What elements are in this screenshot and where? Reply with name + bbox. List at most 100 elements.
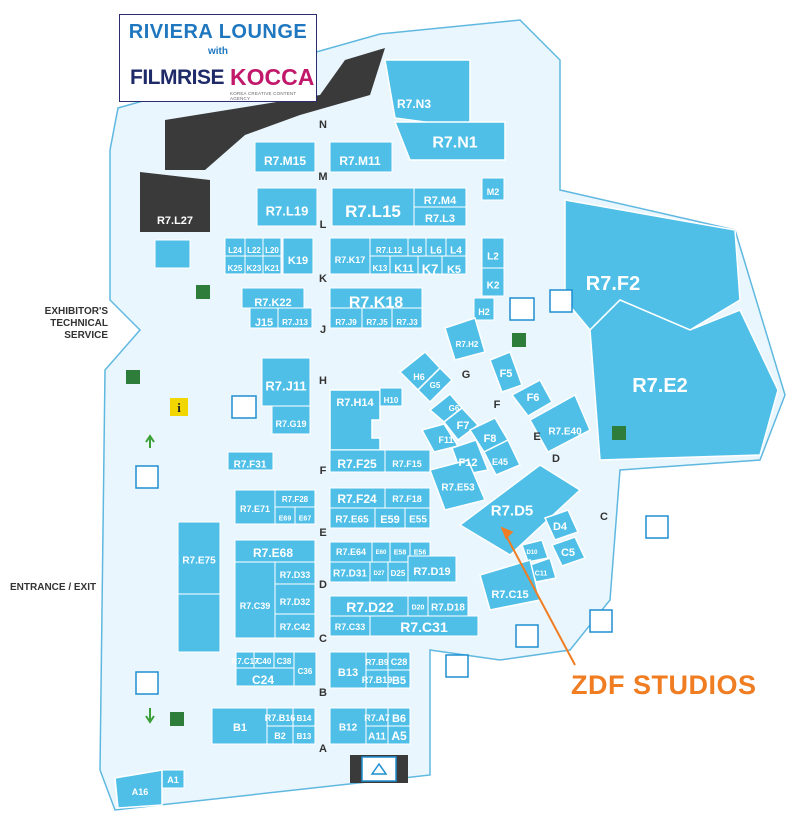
stand-label: R7.L15	[345, 202, 401, 221]
stand-label: R7.F24	[337, 492, 377, 506]
stand-shape-r7n1	[393, 121, 506, 161]
exhibitor-label-line2: TECHNICAL	[50, 318, 108, 329]
stand-label: E69	[279, 515, 292, 522]
stand-shape-r7m11	[329, 141, 393, 173]
stand-label: B1	[233, 722, 247, 734]
stand-label: R7.K17	[335, 255, 366, 265]
stand-label: R7.F2	[586, 273, 640, 295]
stand-label: R7.E65	[335, 515, 369, 526]
stand-label: C24	[252, 673, 274, 687]
stand-shape-c5	[550, 536, 587, 567]
stand-label: R7.B9	[366, 658, 389, 667]
stand-shape-r7b9	[329, 651, 367, 689]
stairs-icon	[231, 297, 535, 419]
stand-label: R7.L27	[157, 215, 193, 227]
stand-label: R7.E75	[182, 556, 216, 567]
stand-label: F8	[484, 433, 497, 445]
stand-label: A11	[368, 732, 386, 743]
stand-label: C28	[391, 657, 408, 667]
stand-label: R7.D18	[431, 603, 465, 614]
row-letter: B	[319, 687, 327, 699]
entrance-exit-label: ENTRANCE / EXIT	[10, 582, 97, 593]
row-letter: A	[319, 743, 327, 755]
stand-label: R7.B19	[362, 675, 393, 685]
stand-label: F7	[457, 420, 470, 432]
stand-shape-r7e53	[429, 459, 487, 511]
row-letter: M	[318, 171, 327, 183]
stand-label: R7.L3	[425, 213, 455, 225]
stand-shape-k19	[282, 237, 314, 275]
cafe-box	[154, 239, 191, 269]
stand-label: R7.J11	[265, 379, 306, 394]
stand-label: R7.J13	[282, 318, 308, 327]
stand-label: R7.F18	[392, 494, 422, 504]
stand-label: E58	[394, 549, 407, 556]
stand-label: L6	[430, 246, 442, 257]
stand-shape-r7n3	[384, 59, 471, 129]
stand-label: B13	[297, 732, 312, 741]
stand-label: D4	[553, 521, 568, 533]
stand-label: C36	[298, 667, 313, 676]
stand-shape-r7g19	[271, 405, 311, 435]
stand-label: R7.D32	[280, 597, 311, 607]
stand-label: R7.E53	[441, 483, 475, 494]
stand-label: D25	[391, 569, 406, 578]
stand-label: R7.F28	[282, 495, 309, 504]
stand-label: R7.J5	[366, 318, 388, 327]
cloakroom-icon	[361, 756, 397, 782]
stand-shape-d4	[543, 509, 580, 541]
row-letter: F	[494, 399, 501, 411]
stand-label: R7.K22	[254, 297, 291, 309]
zdf-studios-callout: ZDF STUDIOS	[571, 670, 757, 700]
stand-label: R7.L12	[376, 246, 403, 255]
stand-shape-r7l27	[140, 172, 210, 232]
stand-label: D10	[526, 550, 538, 556]
stand-label: E60	[376, 550, 387, 556]
stand-label: R7.D22	[346, 599, 394, 615]
stand-label: R7.C15	[491, 589, 528, 601]
row-letter: D	[552, 453, 560, 465]
row-letter: J	[320, 324, 326, 336]
stand-shape-r7e40	[528, 393, 591, 454]
stand-label: K23	[247, 264, 262, 273]
stand-label: R7.F15	[392, 459, 422, 469]
stand-label: R7.H2	[456, 340, 479, 349]
stand-shape-r7l3	[413, 206, 467, 227]
stand-label: R7.E2	[632, 375, 688, 397]
stand-shape-k21	[262, 255, 282, 275]
stand-label: R7.E40	[548, 427, 582, 438]
stand-label: R7.D33	[280, 570, 311, 580]
stand-shape-r7h2	[444, 317, 486, 361]
stand-shape-e55	[404, 507, 431, 529]
stand-label: L24	[228, 246, 242, 255]
stand-label: R7.M4	[424, 195, 457, 207]
stand-label: E45	[492, 457, 508, 467]
stand-label: A1	[167, 775, 179, 785]
stand-shape-r7k17	[329, 237, 371, 275]
stand-shape-h10	[379, 387, 403, 407]
stand-shape-r7l19	[256, 187, 318, 227]
stand-shape-r7d32	[274, 583, 316, 615]
stand-label: D27	[373, 571, 385, 577]
stand-label: H2	[478, 307, 490, 317]
stand-shape-h2	[473, 297, 495, 321]
stand-shape-r7l15	[331, 187, 415, 227]
stand-label: G5	[430, 381, 441, 390]
stand-shape-a11	[292, 725, 316, 745]
stand-label: L22	[247, 246, 261, 255]
stand-label: R7.M15	[264, 154, 306, 168]
stand-shape-r7f31	[227, 451, 274, 471]
riviera-lounge-banner: RIVIERA LOUNGE with FILMRISE KOCCA KOREA…	[119, 14, 317, 102]
stand-label: K19	[288, 255, 308, 267]
stand-label: R7.C42	[280, 622, 311, 632]
stand-label: E56	[414, 549, 427, 556]
exhibitor-technical-service-label: EXHIBITOR'S TECHNICAL SERVICE	[28, 306, 108, 342]
stand-label: L2	[487, 252, 499, 263]
stand-label: R7.J3	[396, 318, 418, 327]
stand-shape-r7f15	[384, 449, 431, 473]
stand-label: R7.N1	[432, 135, 477, 152]
stand-shape-r7a20	[114, 769, 163, 809]
exhibitor-label-line1: EXHIBITOR'S	[44, 306, 108, 317]
exhibitor-label-line3: SERVICE	[64, 330, 108, 341]
